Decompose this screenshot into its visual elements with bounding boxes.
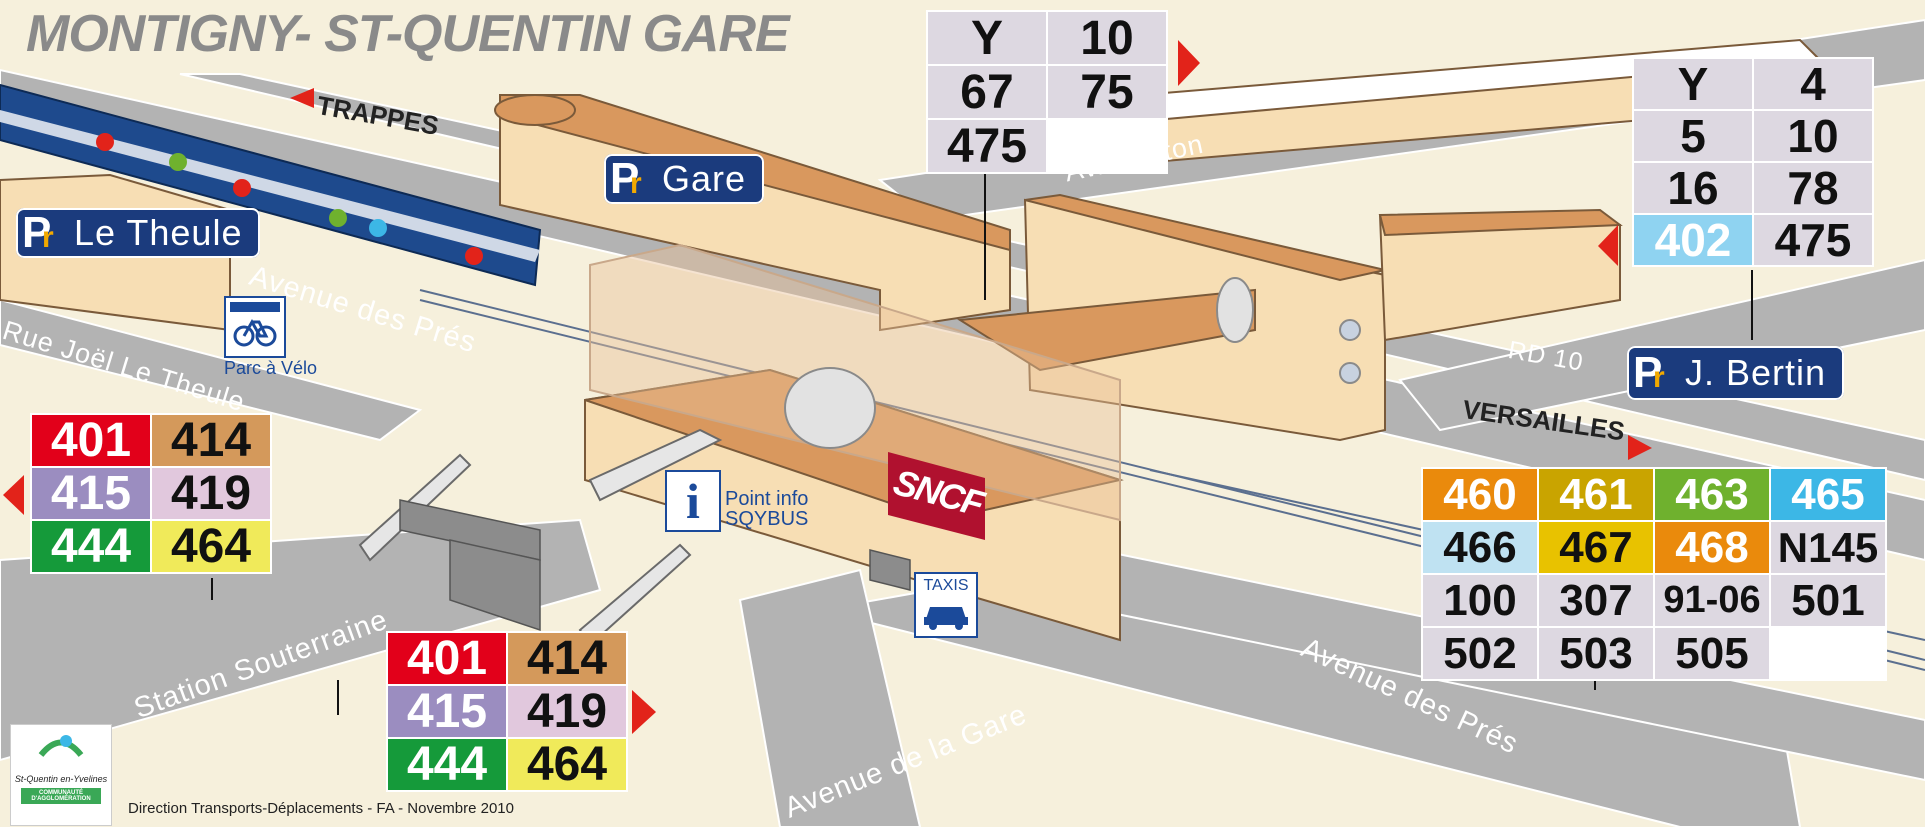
- bus-line-cell: 460: [1423, 469, 1537, 520]
- logo-subtext: COMMUNAUTÉ D'AGGLOMÉRATION: [21, 788, 101, 804]
- bus-line-cell: 444: [388, 738, 506, 791]
- bus-line-cell: 4: [1754, 58, 1872, 110]
- bus-line-cell: Y: [928, 12, 1046, 65]
- bus-line-cell: 100: [1423, 575, 1537, 626]
- bus-block-bottom-center: 401 414 415 419 444 464: [386, 631, 628, 792]
- bus-block-left: 401 414 415 419 444 464: [30, 413, 272, 574]
- label-point-info: Point info SQYBUS: [725, 489, 808, 529]
- bus-line-cell: 501: [1771, 575, 1885, 626]
- bus-block-right: 460 461 463 465 466 467 468 N145 100 307…: [1421, 467, 1887, 681]
- bus-line-cell: 10: [1048, 12, 1166, 65]
- bus-line-cell: 5: [1634, 110, 1752, 162]
- bus-line-cell: 465: [1771, 469, 1885, 520]
- logo-emblem: [38, 735, 84, 757]
- info-icon: i: [665, 470, 721, 532]
- bus-line-cell: 464: [152, 520, 270, 573]
- bus-line-cell: 78: [1754, 162, 1872, 214]
- bus-line-cell: 10: [1754, 110, 1872, 162]
- bus-line-cell: 402: [1634, 214, 1752, 266]
- label-point-info-line1: Point info: [725, 488, 809, 510]
- bus-line-cell: 307: [1539, 575, 1653, 626]
- bus-line-cell: 91-06: [1655, 575, 1769, 626]
- bus-line-cell: 505: [1655, 628, 1769, 679]
- bus-line-cell: 401: [388, 632, 506, 685]
- parking-label: J. Bertin: [1685, 352, 1827, 393]
- bus-line-cell: 444: [32, 520, 150, 573]
- bus-line-cell: 414: [508, 632, 626, 685]
- bus-line-cell: 463: [1655, 469, 1769, 520]
- bus-line-cell: 464: [508, 738, 626, 791]
- parking-label: Gare: [662, 158, 747, 199]
- taxi-sign: TAXIS: [914, 572, 978, 638]
- train: [0, 83, 542, 287]
- bus-line-cell: 467: [1539, 522, 1653, 573]
- logo-text: St-Quentin en-Yvelines: [14, 774, 108, 784]
- bus-line-cell: 461: [1539, 469, 1653, 520]
- direction-arrows: [3, 40, 1652, 734]
- footer-credit: Direction Transports-Déplacements - FA -…: [128, 800, 514, 817]
- bus-line-cell: 415: [388, 685, 506, 738]
- bus-line-cell: 401: [32, 414, 150, 467]
- parking-label: Le Theule: [74, 212, 243, 253]
- tunnels: [399, 499, 911, 632]
- label-point-info-line2: SQYBUS: [725, 508, 809, 530]
- bus-line-cell: 419: [508, 685, 626, 738]
- bus-line-cell: N145: [1771, 522, 1885, 573]
- info-letter: i: [686, 473, 700, 529]
- label-parc-velo: Parc à Vélo: [224, 358, 318, 378]
- bus-line-cell: 503: [1539, 628, 1653, 679]
- bus-block-top-center: Y 10 67 75 475: [926, 10, 1168, 174]
- bus-line-cell: 502: [1423, 628, 1537, 679]
- sncf-logo: [888, 452, 985, 540]
- bicycle-icon: [224, 296, 286, 358]
- bus-line-cell: 16: [1634, 162, 1752, 214]
- bus-line-cell: 419: [152, 467, 270, 520]
- buildings: [0, 38, 1823, 642]
- bus-line-cell: 468: [1655, 522, 1769, 573]
- bus-line-cell: 75: [1048, 66, 1166, 119]
- label-taxis: TAXIS: [923, 577, 969, 594]
- agglomeration-logo: St-Quentin en-Yvelines COMMUNAUTÉ D'AGGL…: [10, 724, 112, 826]
- map-title: MONTIGNY- ST-QUENTIN GARE: [26, 5, 790, 63]
- bus-line-cell: 475: [928, 120, 1046, 173]
- bus-line-cell: 475: [1754, 214, 1872, 266]
- bus-block-top-right: Y 4 5 10 16 78 402 475: [1632, 57, 1874, 267]
- bus-line-cell: 415: [32, 467, 150, 520]
- bus-line-cell: 414: [152, 414, 270, 467]
- car-icon: [924, 607, 968, 630]
- bus-line-cell: 67: [928, 66, 1046, 119]
- bus-line-cell: 466: [1423, 522, 1537, 573]
- bus-line-cell: Y: [1634, 58, 1752, 110]
